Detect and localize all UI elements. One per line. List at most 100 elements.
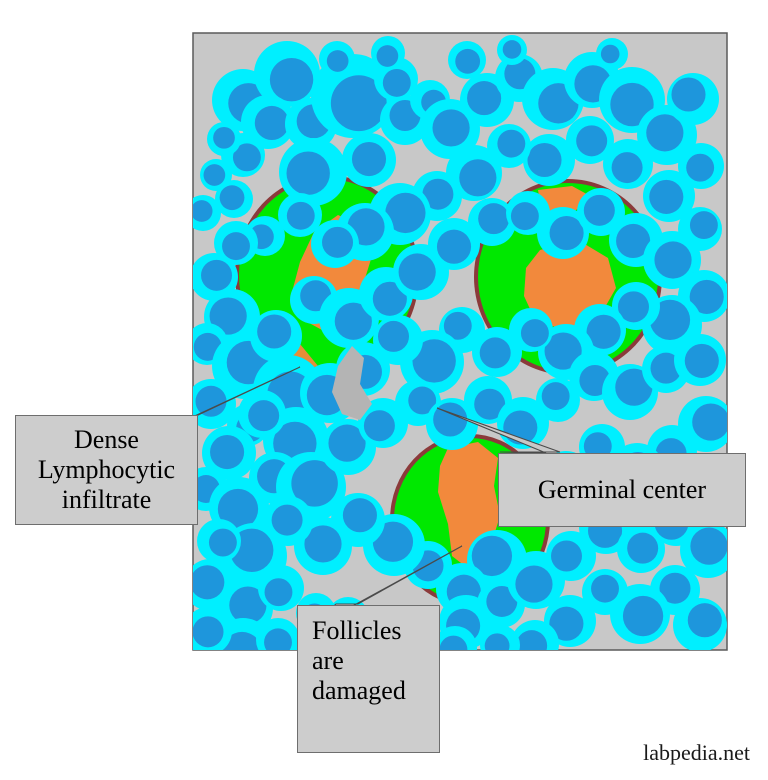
lymphocyte-nucleus: [286, 151, 330, 195]
lymphocyte: [371, 36, 405, 70]
lymphocyte: [207, 122, 241, 156]
lymphocyte-nucleus: [217, 488, 259, 530]
lymphocyte-nucleus: [286, 201, 315, 230]
lymphocyte: [544, 595, 596, 647]
lymphocyte: [215, 180, 253, 218]
lymphocyte-nucleus: [467, 81, 502, 116]
lymphocyte-nucleus: [443, 311, 472, 340]
lymphocyte-nucleus: [328, 424, 366, 462]
lymphocyte: [468, 198, 516, 246]
lymphocyte-nucleus: [385, 192, 426, 234]
lymphocyte-nucleus: [363, 410, 395, 442]
lymphocyte-nucleus: [671, 77, 706, 112]
label-line: infiltrate: [61, 484, 152, 514]
lymphocyte: [426, 398, 478, 450]
lymphocyte: [373, 315, 423, 365]
lymphocyte: [678, 270, 727, 322]
lymphocyte-nucleus: [646, 114, 684, 152]
lymphocyte-nucleus: [264, 578, 293, 607]
lymphocyte-nucleus: [269, 57, 314, 102]
lymphocyte-nucleus: [372, 521, 414, 562]
lymphocyte-nucleus: [433, 402, 468, 437]
lymphocyte: [256, 618, 300, 650]
lymphocyte-nucleus: [527, 142, 562, 178]
lymphocyte-nucleus: [334, 302, 372, 340]
lymphocyte: [523, 134, 575, 186]
lymphocytes-layer: [193, 35, 727, 650]
lymphocyte-nucleus: [229, 586, 267, 624]
lymphocyte: [241, 95, 295, 149]
lymphocyte: [678, 143, 724, 189]
lymphocyte: [536, 378, 580, 422]
label-dense-lymphocytic-infiltrate[interactable]: Dense Lymphocytic infiltrate: [15, 415, 198, 525]
lymphocyte-nucleus: [684, 343, 719, 378]
lymphocyte: [603, 139, 653, 189]
lymphocyte-nucleus: [209, 297, 247, 335]
lymphocyte-nucleus: [654, 241, 692, 279]
lymphocyte-nucleus: [422, 178, 454, 210]
lymphocyte-nucleus: [616, 223, 651, 259]
lymphocyte-nucleus: [376, 45, 399, 67]
lymphocyte-nucleus: [208, 528, 237, 557]
lymphocyte: [678, 207, 722, 251]
lymphocyte: [617, 525, 665, 573]
lymphocyte: [477, 580, 525, 628]
lymphocyte-nucleus: [600, 44, 620, 64]
lymphocyte-nucleus: [497, 129, 526, 158]
lymphocyte-nucleus: [690, 527, 727, 565]
label-line: damaged: [312, 675, 406, 705]
lymphocyte: [319, 41, 355, 77]
lymphocyte-nucleus: [232, 143, 261, 172]
lymphocyte-nucleus: [254, 105, 289, 141]
lymphocyte-nucleus: [583, 194, 615, 226]
lymphocyte-nucleus: [510, 202, 539, 231]
lymphocyte-nucleus: [291, 460, 338, 507]
lymphocyte: [214, 221, 258, 265]
lymphocyte: [202, 426, 256, 480]
stromal-gap: [332, 346, 372, 420]
lymphocyte-nucleus: [304, 525, 342, 563]
lymphocyte: [279, 138, 347, 206]
lymphocyte-nucleus: [408, 386, 437, 415]
lymphocyte-nucleus: [193, 200, 213, 222]
lymphocyte-nucleus: [193, 565, 225, 600]
lymphocyte-nucleus: [210, 434, 245, 470]
lymphocyte: [509, 308, 553, 352]
lymphocyte: [358, 398, 408, 448]
label-line: Lymphocytic: [37, 455, 176, 485]
lymphocyte: [433, 626, 477, 650]
lymphocyte-nucleus: [649, 179, 684, 214]
lymphocyte: [582, 569, 628, 615]
lymphocyte: [596, 38, 628, 70]
lymphocyte-nucleus: [257, 314, 292, 349]
lymphocyte-nucleus: [351, 141, 387, 177]
lymphocyte-nucleus: [474, 388, 506, 420]
lymphocyte-nucleus: [342, 498, 377, 533]
label-follicles-are-damaged[interactable]: Follicles are damaged: [297, 605, 440, 753]
label-line: Dense: [74, 425, 139, 455]
lymphocyte-nucleus: [439, 635, 468, 650]
lymphocyte: [537, 207, 589, 259]
lymphocyte-nucleus: [551, 540, 582, 572]
lymphocyte-nucleus: [372, 281, 407, 316]
lymphocyte: [448, 41, 486, 79]
lymphocyte-nucleus: [378, 320, 409, 352]
lymphocyte-nucleus: [412, 339, 456, 383]
lymphocyte: [497, 35, 527, 65]
lymphocyte: [612, 282, 660, 330]
lymphocyte-nucleus: [515, 565, 553, 603]
lymphocyte-nucleus: [520, 319, 549, 348]
label-germinal-center[interactable]: Germinal center: [498, 453, 746, 527]
lymphocyte-nucleus: [586, 314, 621, 349]
lymphocyte: [643, 170, 695, 222]
label-line: Germinal center: [537, 475, 707, 505]
lymphocyte-nucleus: [219, 185, 245, 211]
lymphocyte-nucleus: [432, 109, 470, 147]
lymphocyte-nucleus: [659, 572, 691, 604]
lymphocyte-nucleus: [486, 585, 518, 617]
lymphocyte-nucleus: [541, 382, 570, 411]
lymphocyte-nucleus: [221, 631, 263, 650]
label-line: Follicles: [312, 616, 402, 645]
